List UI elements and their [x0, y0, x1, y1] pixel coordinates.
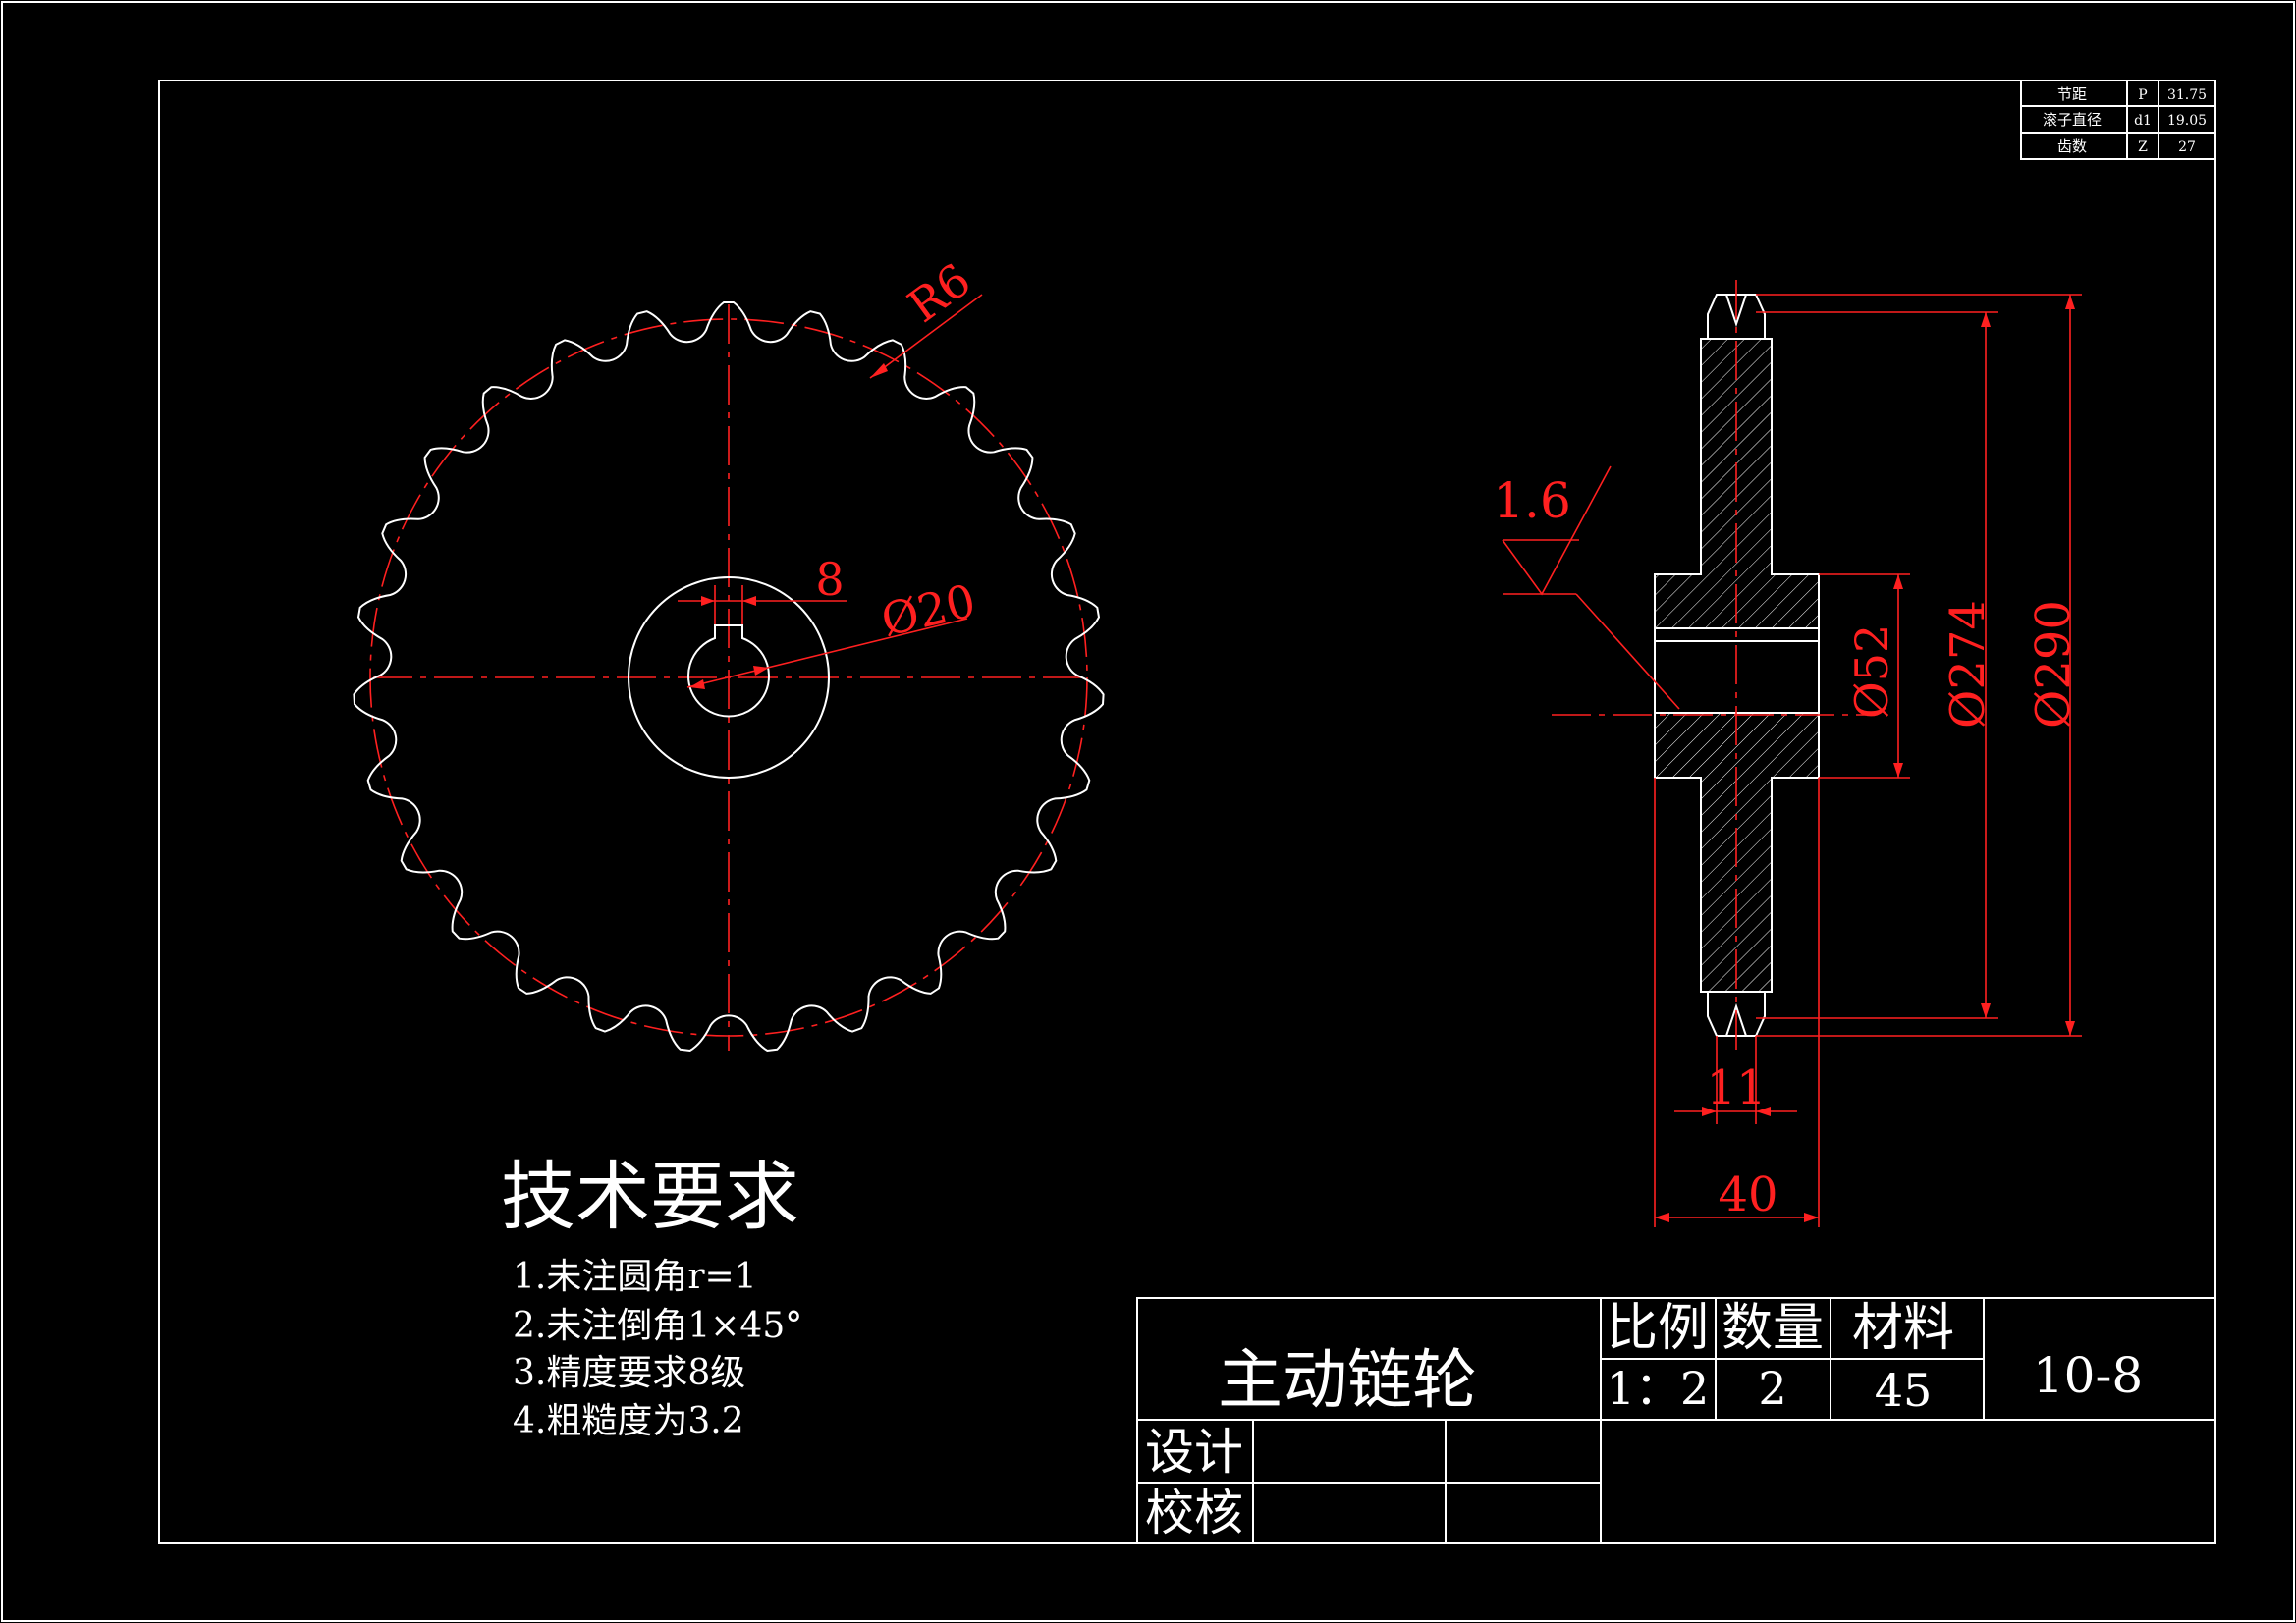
param-pitch-name: 节距: [2057, 85, 2087, 103]
hub-circle: [628, 576, 830, 779]
pitch-circle: [369, 318, 1088, 1037]
design-label: 设计: [1145, 1424, 1243, 1481]
tech-req-item-2: 2.未注倒角1×45°: [513, 1306, 802, 1346]
scale-label: 比例: [1607, 1299, 1709, 1358]
dim-key-width: 8: [815, 553, 844, 606]
hub-arrow-bottom: [1893, 763, 1903, 778]
dim-outer-diameter: Ø290: [2026, 600, 2081, 729]
tech-req-item-1: 1.未注圆角r=1: [513, 1257, 757, 1297]
sprocket-teeth-outline: [353, 301, 1105, 1053]
outer-arrow-top: [2065, 295, 2075, 309]
dim-tooth-width: 11: [1706, 1060, 1766, 1115]
param-roller-value: 19.05: [2167, 113, 2207, 129]
tooth-arrow-left: [1702, 1107, 1717, 1116]
hub-arrow-top: [1893, 574, 1903, 589]
tech-req-item-4: 4.粗糙度为3.2: [513, 1401, 744, 1441]
param-pitch-value: 31.75: [2167, 87, 2207, 103]
tech-req-item-3: 3.精度要求8级: [513, 1353, 745, 1393]
r6-leader-line: [869, 294, 983, 379]
section-view: 1.6 Ø52 Ø274 Ø290 11 40: [1493, 280, 2082, 1227]
pitch-arrow-bottom: [1981, 1003, 1991, 1018]
material-label: 材料: [1852, 1299, 1954, 1358]
material-value: 45: [1875, 1364, 1933, 1417]
title-block: 主动链轮 比例 数量 材料 1：2 2 45 10-8 设计 校核: [1136, 1297, 2216, 1544]
tooth-arrow-right: [1756, 1107, 1771, 1116]
param-roller-symbol: d1: [2134, 113, 2152, 129]
param-teeth-value: 27: [2178, 139, 2196, 155]
hublen-arrow-right: [1804, 1213, 1819, 1222]
bore-arrow-right: [753, 666, 769, 676]
dim-r6: R6: [899, 253, 980, 333]
key-arrow-right: [742, 596, 756, 606]
pitch-arrow-top: [1981, 312, 1991, 327]
outer-arrow-bottom: [2065, 1021, 2075, 1036]
tech-requirements: 技术要求 1.未注圆角r=1 2.未注倒角1×45° 3.精度要求8级 4.粗糙…: [501, 1153, 802, 1441]
param-teeth-name: 齿数: [2057, 137, 2087, 155]
r6-arrow: [870, 363, 888, 378]
tooth-tip-top: [1725, 294, 1747, 328]
bore-dim-line: [686, 618, 968, 688]
key-arrow-left: [701, 596, 715, 606]
dim-hub-length: 40: [1718, 1167, 1777, 1222]
roughness-value: 1.6: [1493, 472, 1571, 529]
hublen-arrow-left: [1655, 1213, 1669, 1222]
param-roller-name: 滚子直径: [2043, 111, 2102, 129]
param-table: 节距 P 31.75 滚子直径 d1 19.05 齿数 Z 27: [2020, 80, 2216, 160]
part-name: 主动链轮: [1218, 1342, 1477, 1418]
param-teeth-symbol: Z: [2138, 139, 2148, 155]
check-label: 校核: [1145, 1485, 1243, 1542]
roughness-leader: [1575, 593, 1680, 710]
tooth-tip-bottom: [1725, 1002, 1747, 1037]
dim-pitch-diameter: Ø274: [1941, 600, 1995, 729]
qty-value: 2: [1758, 1362, 1786, 1415]
tech-req-title: 技术要求: [501, 1153, 799, 1240]
front-view: R6 8 Ø20: [353, 253, 1105, 1053]
drawing-number: 10-8: [2033, 1347, 2143, 1404]
dim-bore: Ø20: [876, 573, 980, 646]
qty-label: 数量: [1722, 1299, 1824, 1358]
param-pitch-symbol: P: [2138, 87, 2147, 103]
scale-value: 1：2: [1607, 1362, 1710, 1415]
bore-arrow-left: [689, 679, 705, 689]
bore-with-keyway: [687, 624, 770, 718]
dim-hub-diameter: Ø52: [1845, 624, 1898, 719]
